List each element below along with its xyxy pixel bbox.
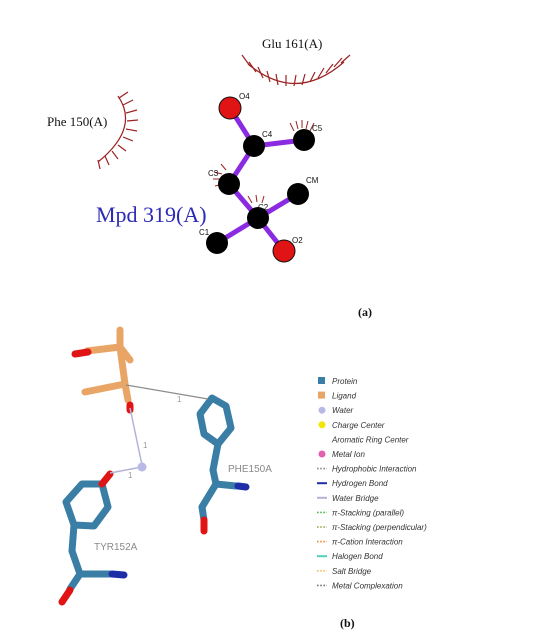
residue-3d-tyr152 xyxy=(58,470,128,606)
legend-label: Halogen Bond xyxy=(332,552,383,561)
legend-label: Ligand xyxy=(332,392,357,401)
legend-swatch xyxy=(318,406,326,414)
atom-label-c5: C5 xyxy=(312,124,323,133)
legend-swatch xyxy=(318,391,325,399)
legend-label: Aromatic Ring Center xyxy=(331,435,409,444)
atom-label-c4: C4 xyxy=(262,130,273,139)
legend-item: Protein xyxy=(318,377,358,386)
panel-a-label: (a) xyxy=(358,305,372,319)
legend-item: Salt Bridge xyxy=(317,567,372,576)
atom-label-c3: C3 xyxy=(208,169,219,178)
atom-c1 xyxy=(206,232,228,254)
water-bridge-line-2 xyxy=(109,466,143,474)
legend-label: Hydrogen Bond xyxy=(332,479,388,488)
residue-3d-phe150 xyxy=(196,394,250,535)
legend-item: Metal Complexation xyxy=(317,581,403,590)
legend-label: π-Stacking (parallel) xyxy=(332,508,404,517)
water-molecule xyxy=(137,462,147,472)
legend-item: Water xyxy=(318,406,354,415)
legend-item: Hydrophobic Interaction xyxy=(317,465,417,474)
legend-label: Protein xyxy=(332,377,358,386)
legend-label: Water xyxy=(332,406,354,415)
legend-swatch xyxy=(318,377,325,384)
legend-label: Hydrophobic Interaction xyxy=(332,465,417,474)
legend-item: π-Stacking (parallel) xyxy=(317,508,404,517)
legend-item: π-Cation Interaction xyxy=(317,538,403,547)
hydrophobic-arc-phe150 xyxy=(97,91,139,170)
legend-label: Salt Bridge xyxy=(332,567,372,576)
atom-c2 xyxy=(247,207,269,229)
ligand-name-label: Mpd 319(A) xyxy=(96,202,207,227)
atom-cm xyxy=(287,183,309,205)
atom-label-cm: CM xyxy=(306,176,319,185)
panel-b-label: (b) xyxy=(340,616,355,630)
atom-c3 xyxy=(218,173,240,195)
ligand-3d xyxy=(71,326,134,414)
residue-label-glu161: Glu 161(A) xyxy=(262,36,322,51)
legend-item: Hydrogen Bond xyxy=(317,479,388,488)
atom-label-o4: O4 xyxy=(239,92,250,101)
legend-label: Metal Complexation xyxy=(332,581,403,590)
atom-label-c1: C1 xyxy=(199,228,210,237)
atom-label-o2: O2 xyxy=(292,236,303,245)
atom-c4 xyxy=(243,135,265,157)
hydrophobic-interaction-line xyxy=(125,384,209,400)
legend-swatch xyxy=(318,450,326,458)
legend-swatch xyxy=(318,421,326,429)
legend-label: π-Cation Interaction xyxy=(332,538,403,547)
atom-labels: O4 C4 C5 C3 C2 CM C1 O2 xyxy=(199,92,323,245)
water-bridge-line-1 xyxy=(129,407,143,466)
legend-item: π-Stacking (perpendicular) xyxy=(317,523,427,532)
atom-c5 xyxy=(293,129,315,151)
legend-item: Ligand xyxy=(318,391,357,401)
legend-item: Halogen Bond xyxy=(317,552,383,561)
interaction-count-label: 1 xyxy=(143,441,148,450)
residue-label-tyr152a: TYR152A xyxy=(94,542,138,553)
interaction-count-label: 1 xyxy=(128,471,133,480)
panel-a: Glu 161(A) Phe 150(A) xyxy=(47,36,372,319)
legend-item: Water Bridge xyxy=(317,494,379,503)
ligand-atoms xyxy=(206,96,315,263)
legend-label: Metal Ion xyxy=(332,450,365,459)
atom-o2 xyxy=(272,239,296,263)
residue-label-phe150: Phe 150(A) xyxy=(47,114,107,129)
legend-item: Aromatic Ring Center xyxy=(331,435,409,444)
atom-label-c2: C2 xyxy=(258,203,269,212)
residue-label-phe150a: PHE150A xyxy=(228,464,272,475)
legend-item: Charge Center xyxy=(318,421,385,430)
legend-label: Water Bridge xyxy=(332,494,379,503)
hydrophobic-arc-glu161 xyxy=(241,54,351,87)
legend-item: Metal Ion xyxy=(318,450,365,459)
legend-label: Charge Center xyxy=(332,421,385,430)
legend-label: π-Stacking (perpendicular) xyxy=(332,523,427,532)
interaction-count-label: 1 xyxy=(177,395,182,404)
atom-o4 xyxy=(218,96,242,120)
interaction-lines xyxy=(109,384,209,474)
